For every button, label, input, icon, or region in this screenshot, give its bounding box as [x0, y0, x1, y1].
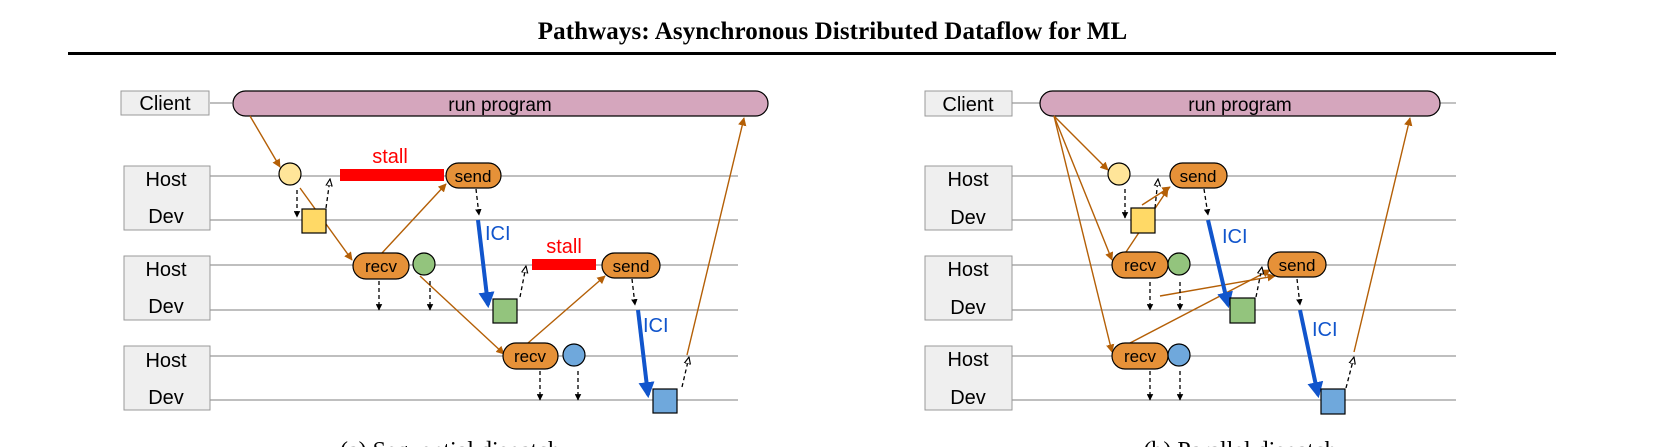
title-rule — [68, 52, 1556, 55]
svg-text:Host: Host — [145, 350, 187, 372]
run-program-bar-a: run program — [232, 90, 769, 117]
client-text: Client — [139, 93, 191, 115]
send-node-a1: send — [445, 162, 502, 189]
stall-label-a1: stall — [372, 146, 408, 168]
host-dev-label-a3: Host Dev — [123, 345, 211, 411]
ici-label-b1: ICI — [1222, 226, 1248, 248]
host-dev-label-a1: Host Dev — [123, 165, 211, 231]
host-circle-yellow-a — [278, 162, 302, 186]
svg-text:recv: recv — [514, 347, 547, 366]
ici-label-a2: ICI — [643, 315, 669, 337]
svg-text:Host: Host — [947, 259, 989, 281]
stall-bar-a2 — [532, 259, 596, 270]
panel-sequential-dispatch: Client Host Dev Host Dev Host Dev run pr… — [120, 90, 769, 447]
send-node-a2: send — [601, 252, 661, 279]
panel-parallel-dispatch: Client Host Dev Host Dev Host Dev run pr… — [924, 90, 1456, 447]
svg-text:Dev: Dev — [950, 207, 986, 229]
dev-square-green-a — [492, 298, 518, 324]
dev-square-yellow-b — [1130, 207, 1156, 234]
host-circle-green-a — [412, 252, 436, 276]
timelines-b — [1012, 102, 1456, 401]
svg-text:recv: recv — [1124, 256, 1157, 275]
ici-label-b2: ICI — [1312, 319, 1338, 341]
caption-a: (a) Sequential dispatch — [340, 438, 560, 447]
caption-b: (b) Parallel dispatch — [1143, 438, 1336, 447]
client-label-a: Client — [120, 90, 210, 116]
ici-label-a1: ICI — [485, 223, 511, 245]
recv-node-b1: recv — [1111, 251, 1169, 279]
host-dev-label-b1: Host Dev — [924, 165, 1013, 231]
host-dev-label-b3: Host Dev — [924, 345, 1013, 411]
host-circle-blue-b — [1167, 343, 1191, 367]
svg-text:Dev: Dev — [148, 387, 184, 409]
svg-text:recv: recv — [1124, 347, 1157, 366]
dev-square-green-b — [1229, 297, 1256, 324]
svg-text:send: send — [455, 167, 492, 186]
page-title: Pathways: Asynchronous Distributed Dataf… — [537, 18, 1128, 45]
host-dev-label-a2: Host Dev — [123, 255, 211, 321]
dev-square-yellow-a — [301, 208, 327, 234]
dev-square-blue-b — [1320, 388, 1346, 415]
svg-text:Host: Host — [145, 259, 187, 281]
dispatch-arrows-a — [293, 179, 689, 401]
client-label-b: Client — [924, 90, 1013, 117]
control-arrows-b — [1053, 115, 1413, 353]
recv-node-a2: recv — [502, 342, 559, 370]
host-circle-blue-a — [562, 343, 586, 367]
svg-text:Host: Host — [947, 169, 989, 191]
stall-label-a2: stall — [546, 236, 582, 258]
svg-text:Dev: Dev — [950, 387, 986, 409]
svg-text:Client: Client — [942, 94, 994, 116]
host-dev-label-b2: Host Dev — [924, 255, 1013, 321]
svg-text:Dev: Dev — [950, 297, 986, 319]
host-circle-green-b — [1167, 252, 1191, 276]
svg-text:run program: run program — [448, 95, 552, 116]
svg-text:Dev: Dev — [148, 206, 184, 228]
dispatch-arrows-b — [1121, 179, 1354, 401]
send-node-b1: send — [1169, 162, 1228, 189]
svg-text:run program: run program — [1188, 95, 1292, 116]
send-node-b2: send — [1267, 251, 1327, 278]
timelines-a — [210, 102, 738, 401]
svg-text:Host: Host — [145, 169, 187, 191]
svg-text:send: send — [613, 257, 650, 276]
run-program-bar-b: run program — [1039, 90, 1441, 117]
stall-bar-a1 — [340, 169, 444, 181]
recv-node-b2: recv — [1111, 342, 1169, 370]
svg-text:send: send — [1279, 256, 1316, 275]
svg-text:Host: Host — [947, 349, 989, 371]
svg-text:Dev: Dev — [148, 296, 184, 318]
host-circle-yellow-b — [1107, 162, 1131, 186]
svg-text:recv: recv — [365, 257, 398, 276]
ici-arrows-b — [1206, 219, 1324, 399]
recv-node-a1: recv — [352, 252, 410, 280]
ici-arrows-a — [476, 219, 655, 399]
svg-text:send: send — [1180, 167, 1217, 186]
dev-square-blue-a — [652, 388, 678, 414]
